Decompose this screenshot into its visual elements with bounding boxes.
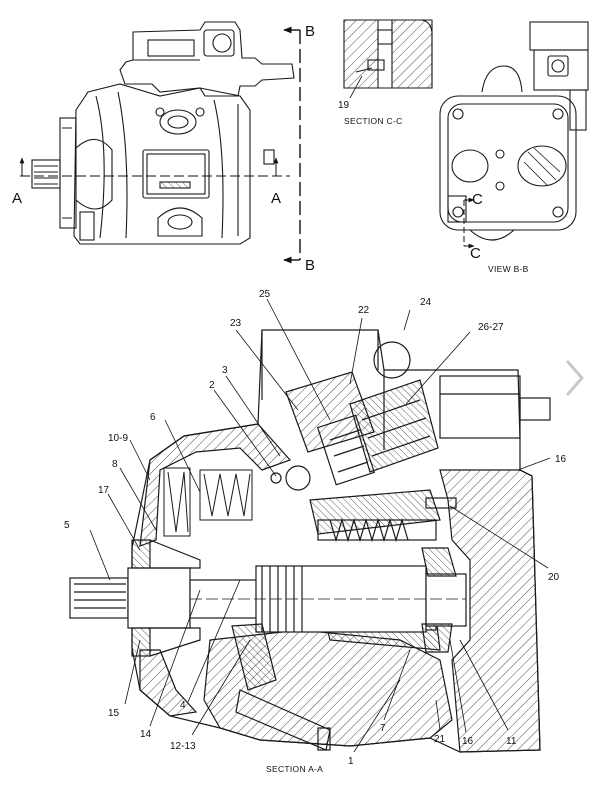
- callout-12-13: 12-13: [170, 741, 196, 752]
- section-cc-detail: [343, 19, 433, 99]
- leader-lines: [89, 298, 551, 753]
- section-mark-b-top: B: [305, 23, 315, 40]
- callout-21: 21: [434, 734, 446, 745]
- callout-4: 4: [180, 700, 186, 711]
- callout-5: 5: [64, 520, 70, 531]
- section-mark-a-left: A: [12, 190, 22, 207]
- callout-18: 16: [555, 454, 567, 465]
- callout-6: 6: [150, 412, 156, 423]
- callout-11: 11: [506, 736, 517, 747]
- callout-25: 25: [259, 289, 271, 300]
- callout-3: 3: [222, 365, 228, 376]
- callout-10-9: 10-9: [108, 433, 128, 444]
- section-cc-caption: SECTION C-C: [344, 116, 403, 126]
- section-line-a: [19, 157, 290, 177]
- section-aa-drawing: [69, 329, 551, 753]
- callout-7: 7: [380, 723, 386, 734]
- callout-17: 17: [98, 485, 110, 496]
- section-line-b: [283, 26, 301, 264]
- section-mark-b-bottom: B: [305, 257, 315, 274]
- callout-16: 16: [462, 736, 474, 747]
- view-bb: [439, 21, 589, 241]
- callout-1: 1: [348, 756, 354, 767]
- section-aa-caption: SECTION A-A: [266, 764, 323, 774]
- callout-22: 22: [358, 305, 370, 316]
- chevron-right-icon[interactable]: [560, 356, 590, 400]
- callout-23: 23: [230, 318, 242, 329]
- view-bb-caption: VIEW B-B: [488, 264, 529, 274]
- callout-14: 14: [140, 729, 152, 740]
- callout-26-27: 26-27: [478, 322, 504, 333]
- callout-24: 24: [420, 297, 432, 308]
- callout-19: 19: [338, 100, 350, 111]
- pump-side-view: [31, 21, 295, 245]
- callout-15: 15: [108, 708, 120, 719]
- section-line-c: [463, 197, 475, 249]
- section-mark-c-bottom: C: [470, 245, 481, 262]
- callout-8: 8: [112, 459, 118, 470]
- callout-20: 20: [548, 572, 560, 583]
- callout-2: 2: [209, 380, 215, 391]
- section-aa-callouts: 25 22 24 23 26-27 3 2 6 10-9 8 17 5 16 2…: [64, 289, 567, 767]
- section-mark-c-top: C: [472, 191, 483, 208]
- section-mark-a-right: A: [271, 190, 281, 207]
